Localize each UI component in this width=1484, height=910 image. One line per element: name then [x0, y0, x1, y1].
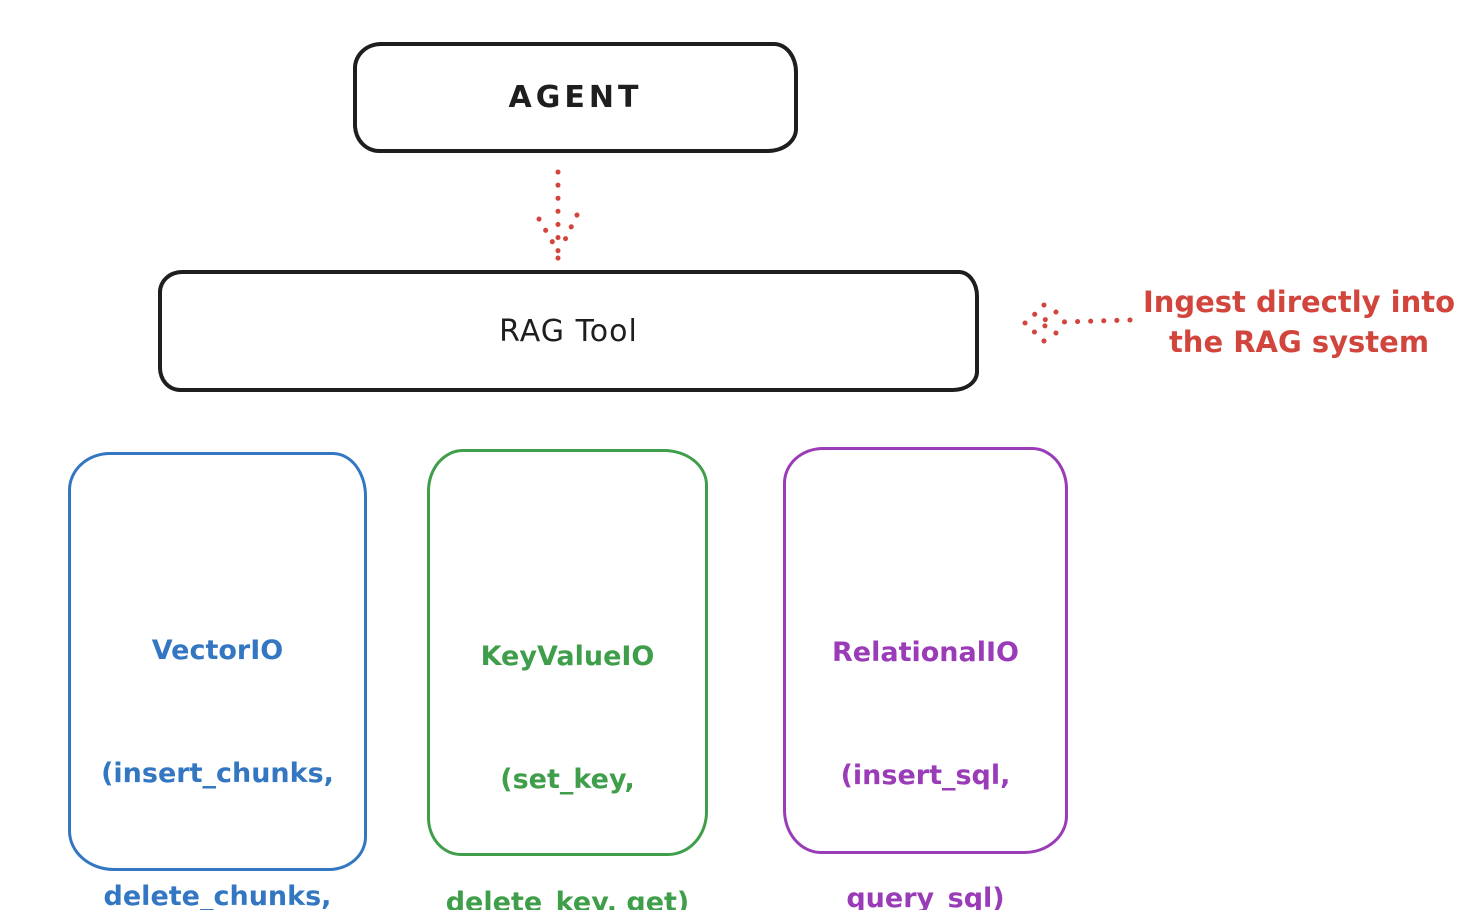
ingest-into-rag-arrow: [1022, 302, 1133, 344]
agent-node: AGENT: [353, 42, 798, 153]
ingest-annotation-line2: the RAG system: [1168, 325, 1430, 359]
relational-io-text: RelationalIO (insert_sql, query_sql): [832, 550, 1019, 910]
vector-io-text: VectorIO (insert_chunks, delete_chunks, …: [101, 548, 334, 910]
ingest-annotation: Ingest directly into the RAG system: [1127, 282, 1471, 362]
vector-io-line: (insert_chunks,: [101, 758, 334, 789]
agent-label: AGENT: [508, 80, 643, 115]
relational-io-line: (insert_sql,: [840, 760, 1011, 791]
relational-io-line: RelationalIO: [832, 637, 1019, 668]
relational-io-node: RelationalIO (insert_sql, query_sql) SQL…: [783, 447, 1068, 910]
keyvalue-io-text: KeyValueIO (set_key, delete_key, get): [446, 554, 690, 910]
agent-to-rag-arrow: [536, 169, 580, 262]
keyvalue-io-node: KeyValueIO (set_key, delete_key, get) Ke…: [427, 449, 708, 910]
keyvalue-io-line: KeyValueIO: [480, 641, 655, 672]
rag-tool-label: RAG Tool: [499, 313, 638, 349]
vector-io-node: VectorIO (insert_chunks, delete_chunks, …: [68, 452, 367, 910]
relational-io-line: query_sql): [846, 883, 1005, 910]
ingest-annotation-line1: Ingest directly into: [1142, 285, 1456, 319]
keyvalue-io-line: delete_key, get): [445, 887, 690, 910]
rag-tool-node: RAG Tool: [158, 270, 979, 392]
vector-io-line: delete_chunks,: [103, 881, 332, 910]
vector-io-line: VectorIO: [151, 635, 284, 666]
keyvalue-io-line: (set_key,: [500, 764, 635, 795]
